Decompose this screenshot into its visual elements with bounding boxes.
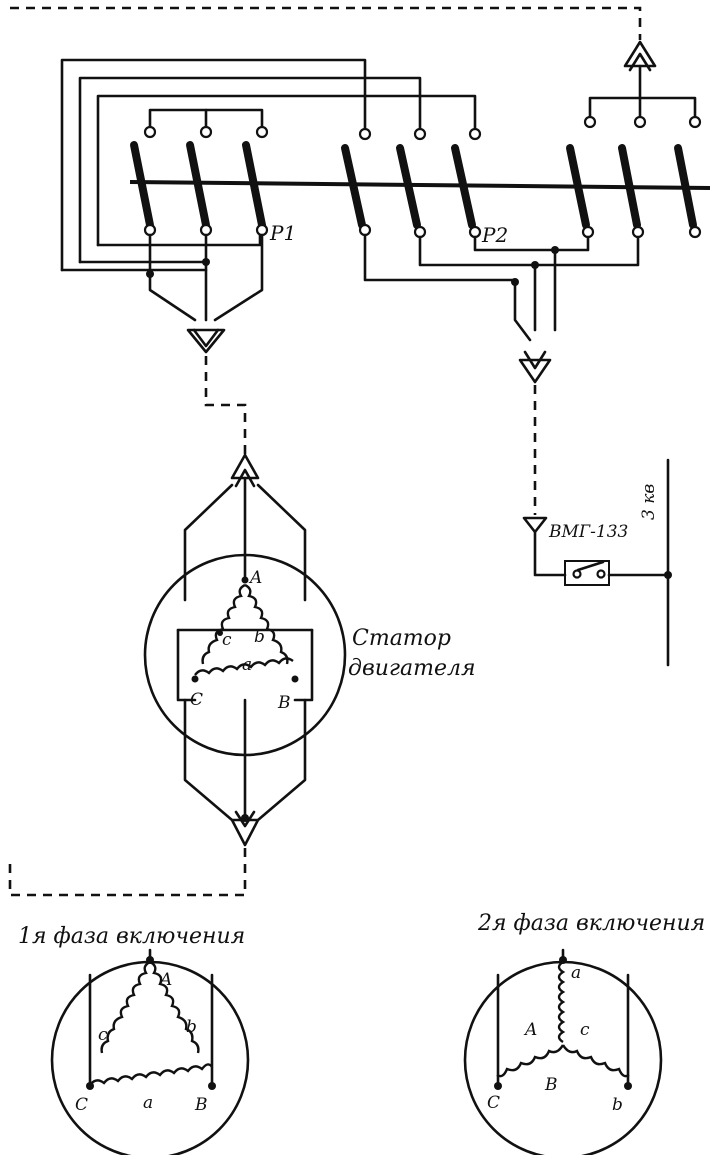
breaker-vmg133: ВМГ-133 3 кв	[548, 458, 672, 667]
phase1-winding-a: a	[143, 1093, 153, 1113]
phase2-terminal-b: B	[544, 1075, 558, 1095]
p1-output-wires	[146, 233, 264, 354]
top-dashed-supply	[10, 6, 642, 40]
stator-winding-b: b	[254, 627, 265, 647]
phase2-diagram: A B C a b c	[463, 948, 663, 1155]
p1-dashed-feed	[204, 356, 247, 455]
phase1-winding-b: b	[186, 1017, 197, 1037]
switch-p1-label: P1	[269, 221, 296, 245]
stator-winding-c: c	[222, 630, 232, 650]
phase1-terminal-b: B	[194, 1095, 208, 1115]
stator-caption-line2: двигателя	[348, 656, 476, 681]
switch-p2-label: P2	[481, 223, 508, 247]
phase2-terminal-c: C	[487, 1093, 500, 1113]
phase2-winding-b: b	[612, 1095, 623, 1115]
phase1-caption: 1я фаза включения	[18, 924, 245, 949]
phase1-diagram: A B C a b c	[50, 948, 250, 1155]
switch-bus-wires	[363, 233, 640, 342]
supply-arrow-icon	[588, 40, 697, 120]
breaker-label: ВМГ-133	[548, 522, 628, 542]
phase2-caption: 2я фаза включения	[477, 911, 705, 936]
phase2-winding-c: c	[580, 1020, 590, 1040]
switch-p3	[566, 115, 702, 239]
phase1-winding-c: c	[98, 1025, 108, 1045]
stator-motor: A B C a b c	[143, 453, 347, 847]
phase1-terminal-c: C	[75, 1095, 88, 1115]
stator-caption-line1: Статор	[352, 626, 451, 651]
left-wire-loops	[60, 58, 477, 272]
stator-terminal-b: B	[277, 693, 291, 713]
stator-terminal-c: C	[190, 690, 203, 710]
voltage-label: 3 кв	[639, 484, 659, 520]
switch-p2: P2	[341, 127, 508, 247]
stator-terminal-a: A	[248, 568, 262, 588]
switch-shaft	[129, 180, 711, 190]
stator-winding-a: a	[242, 655, 252, 675]
phase2-winding-a: a	[571, 963, 581, 983]
switch-p1: P1	[130, 108, 296, 245]
breaker-feed-arrow-icon	[518, 350, 567, 577]
phase1-terminal-a: A	[158, 970, 172, 990]
stator-return-dashed	[8, 848, 247, 897]
phase2-terminal-a: A	[523, 1020, 537, 1040]
